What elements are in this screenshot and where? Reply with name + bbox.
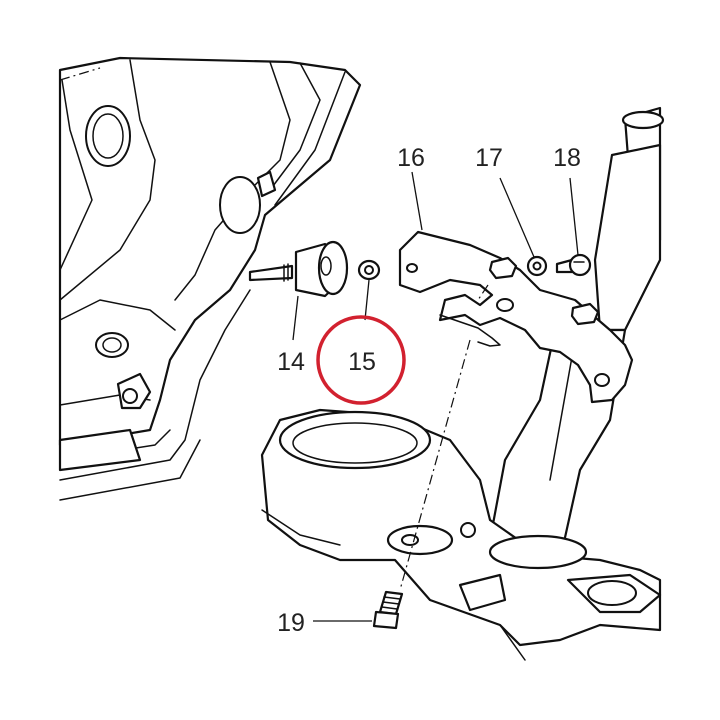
callout-15: 15 [348,348,376,376]
part-15-washer [357,259,381,281]
callout-16: 16 [397,144,425,172]
frame-body [58,56,362,501]
leader-15 [364,279,370,321]
leader-18 [569,177,579,256]
assembly-axis-lines [399,284,489,591]
callout-18: 18 [553,144,581,172]
part-18-screw [555,253,592,277]
part-19-bolt [372,590,404,630]
callout-14: 14 [277,348,305,376]
leader-16 [411,171,423,231]
callout-17: 17 [475,144,503,172]
leader-17 [499,177,535,258]
leader-14 [292,295,299,341]
part-17-washer [526,255,548,277]
highlight-ring [316,315,406,405]
leader-lines [292,171,579,622]
lower-clamp [260,408,662,661]
callout-19: 19 [277,609,305,637]
part-14-rubber-mount [248,240,349,298]
part-16-bracket [398,230,634,404]
